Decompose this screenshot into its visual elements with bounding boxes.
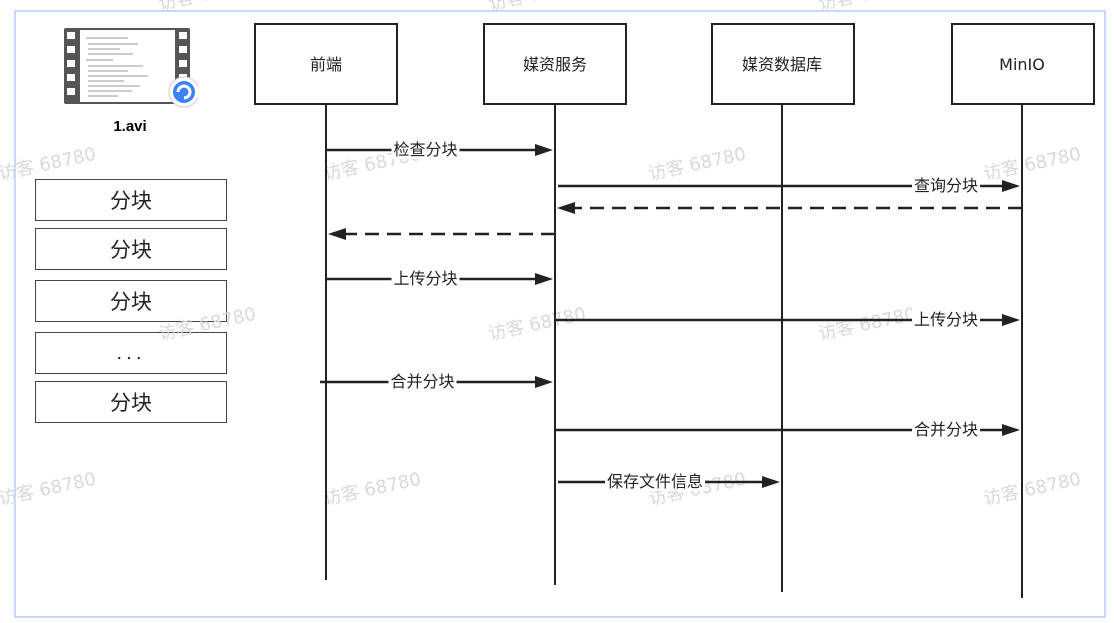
watermark-text: 访客 68780 <box>0 469 98 510</box>
arrow-head <box>328 228 346 240</box>
participant-label: 前端 <box>310 55 342 74</box>
watermark-text: 访客 68780 <box>982 144 1083 185</box>
message-label-bg <box>912 309 980 329</box>
participant-box <box>951 23 1095 105</box>
participant-label: 媒资服务 <box>523 55 587 74</box>
watermark-text: 访客 68780 <box>817 304 918 345</box>
participant-box <box>711 23 855 105</box>
watermark-text: 访客 68780 <box>647 144 748 185</box>
participant-box <box>254 23 398 105</box>
arrow-head <box>557 202 575 214</box>
message-label: 上传分块 <box>914 310 978 329</box>
watermark-text: 访客 68780 <box>982 469 1083 510</box>
chunk-box: 分块 <box>35 228 227 270</box>
participant-label: MinIO <box>999 55 1045 74</box>
message-label: 合并分块 <box>390 372 454 391</box>
arrow-head <box>535 273 553 285</box>
chunk-box: 分块 <box>35 381 227 423</box>
message-label-bg <box>391 139 460 159</box>
message-label-bg <box>388 371 457 391</box>
watermark-text: 访客 68780 <box>0 144 98 185</box>
arrow-head <box>1002 424 1020 436</box>
watermark-text: 访客 68780 <box>817 0 918 15</box>
message-label: 保存文件信息 <box>607 472 703 491</box>
message-label: 查询分块 <box>914 176 978 195</box>
chunk-box: 分块 <box>35 280 227 322</box>
watermark-text: 访客 68780 <box>322 469 423 510</box>
watermark-text: 访客 68780 <box>487 304 588 345</box>
chunk-box: 分块 <box>35 179 227 221</box>
arrow-head <box>535 376 553 388</box>
message-label: 合并分块 <box>914 420 978 439</box>
message-label: 上传分块 <box>393 269 457 288</box>
arrow-head <box>1002 180 1020 192</box>
watermark-text: 访客 68780 <box>157 304 258 345</box>
video-file-icon <box>58 26 200 110</box>
watermark-text: 访客 68780 <box>487 0 588 15</box>
participant-box <box>483 23 627 105</box>
chunk-ellipsis-box: ... <box>35 332 227 374</box>
message-label-bg <box>391 268 460 288</box>
message-label: 检查分块 <box>393 140 457 159</box>
participant-label: 媒资数据库 <box>742 55 822 74</box>
message-label-bg <box>912 175 980 195</box>
arrow-head <box>762 476 780 488</box>
arrow-head <box>535 144 553 156</box>
message-label-bg <box>912 419 980 439</box>
watermark-text: 访客 68780 <box>157 0 258 15</box>
arrow-head <box>1002 314 1020 326</box>
file-name-label: 1.avi <box>113 118 147 135</box>
message-label-bg <box>605 471 705 491</box>
